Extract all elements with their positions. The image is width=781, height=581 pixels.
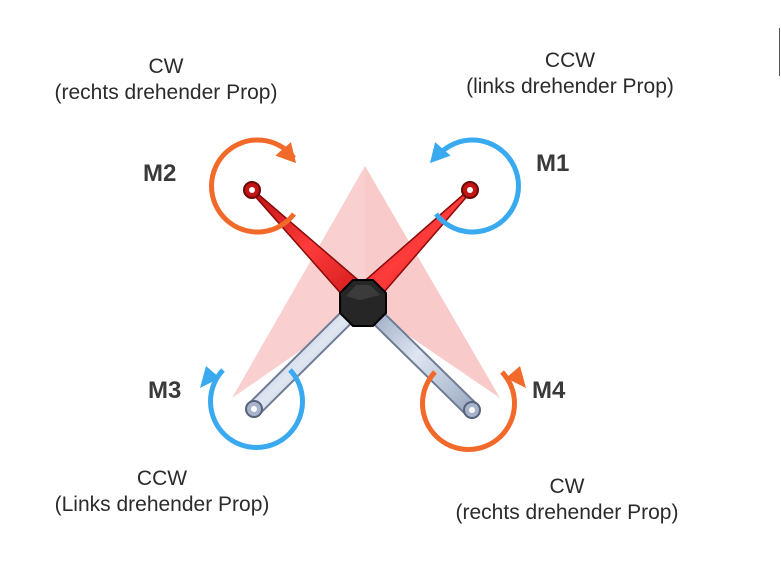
motor-label-m4: M4 [532,377,566,404]
caption-m1-direction: CCW [544,49,596,72]
caption-m4: CW (rechts drehender Prop) [417,474,717,526]
motor-hub-m3 [245,400,263,418]
edge-divider [779,28,780,76]
caption-m3-direction: CCW [136,467,188,490]
caption-m2-direction: CW [148,55,184,78]
caption-m3-description: (Links drehender Prop) [54,493,270,516]
rotation-arrow-m1-icon [434,137,521,235]
motor-label-m3: M3 [148,377,182,404]
caption-m1: CCW (links drehender Prop) [420,48,720,100]
motor-hub-m1 [461,181,479,199]
caption-m2: CW (rechts drehender Prop) [16,54,316,106]
rotation-arrow-m3-icon [208,368,305,451]
caption-m3: CCW (Links drehender Prop) [12,466,312,518]
arm-m3 [246,293,371,417]
motor-label-m2: M2 [143,160,177,187]
caption-m2-description: (rechts drehender Prop) [54,81,278,104]
caption-m4-description: (rechts drehender Prop) [455,501,679,524]
rotation-arrow-m2-icon [209,137,296,235]
motor-hub-m4 [463,401,481,419]
motor-hub-m2 [243,181,261,199]
caption-m4-direction: CW [549,475,585,498]
rotation-arrow-m4-icon [420,370,517,453]
motor-label-m1: M1 [536,150,570,177]
caption-m1-description: (links drehender Prop) [466,75,674,98]
